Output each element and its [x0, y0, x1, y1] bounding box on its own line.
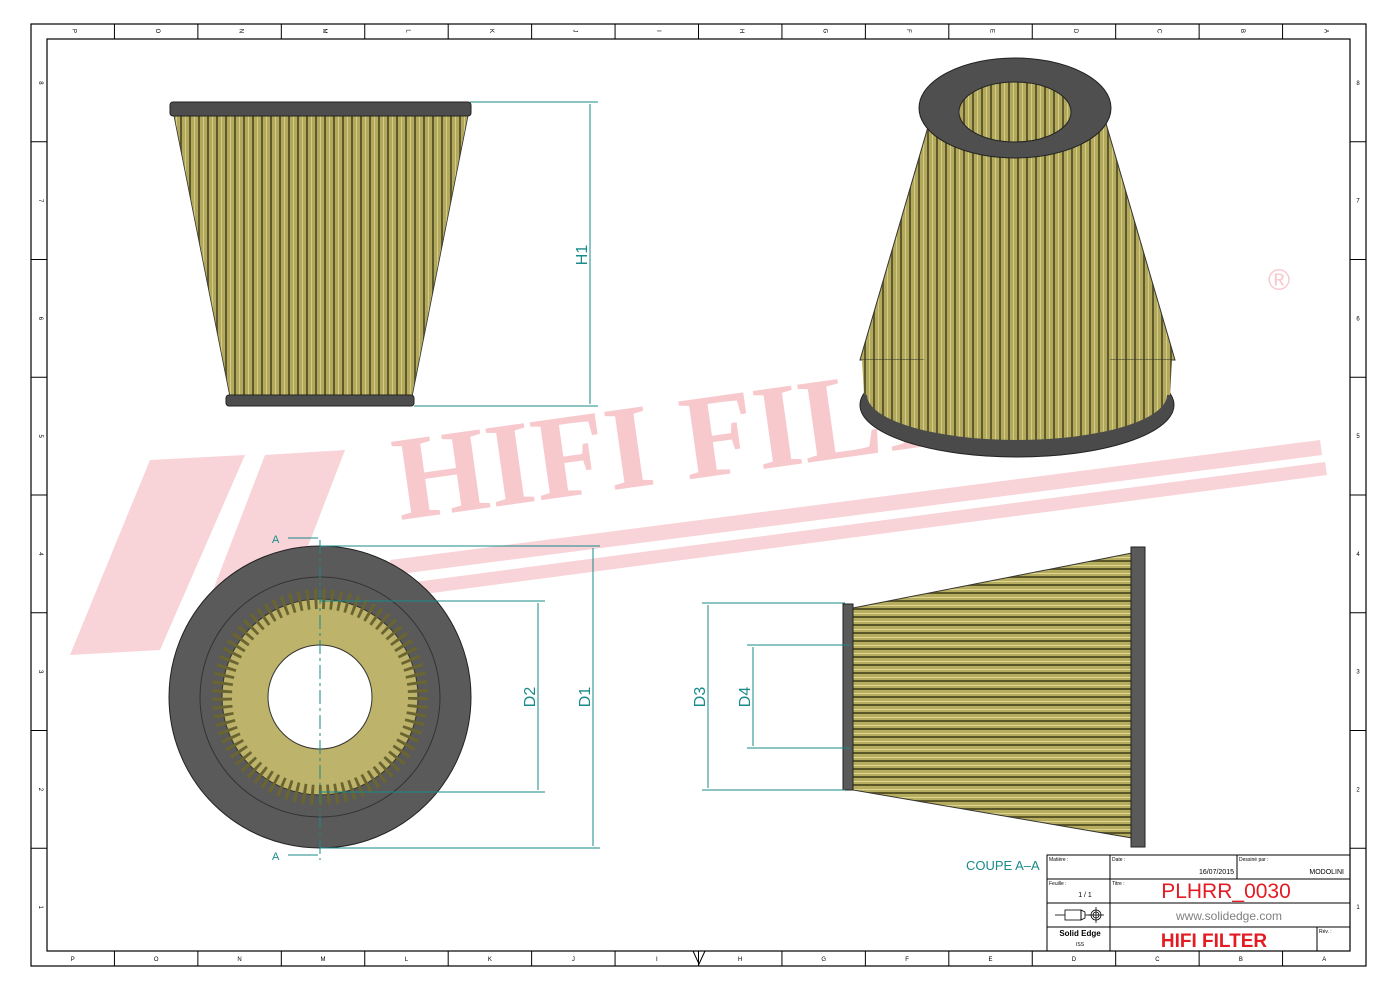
zone-label-top: O — [154, 29, 160, 34]
drawing-title: PLHRR_0030 — [1161, 880, 1291, 903]
zone-label-top: H — [738, 29, 744, 33]
registered-mark: ® — [1268, 264, 1290, 297]
zone-labels: P O N M L K J I H G F E D C B A P O N M L K J I H G F E D C B A 8 8 7 7 6 6 5 5… — [37, 29, 1360, 964]
drawn-by-label: Dessiné par : — [1239, 857, 1268, 863]
zone-label-left: 8 — [37, 81, 43, 85]
zone-label-bottom: J — [572, 957, 575, 963]
dimension-h1: H1 — [574, 245, 591, 266]
zone-label-bottom: D — [1072, 957, 1077, 963]
section-view: D3 D4 COUPE A–A — [692, 546, 1146, 873]
zone-label-left: 7 — [37, 199, 43, 203]
sheet-value: 1 / 1 — [1078, 892, 1092, 899]
zone-label-left: 1 — [37, 905, 43, 909]
zone-label-bottom: B — [1239, 957, 1243, 963]
zone-label-top: C — [1155, 29, 1161, 34]
zone-label-top: G — [822, 29, 828, 34]
zone-label-left: 6 — [37, 317, 43, 321]
website: www.solidedge.com — [1175, 909, 1282, 923]
zone-label-bottom: N — [237, 957, 241, 963]
zone-label-top: I — [655, 30, 661, 32]
iso-view — [859, 57, 1176, 458]
zone-label-top: N — [238, 29, 244, 33]
zone-label-right: 7 — [1356, 199, 1360, 205]
dimension-d2: D2 — [522, 687, 539, 708]
zone-label-left: 5 — [37, 434, 43, 438]
zone-label-left: 2 — [37, 788, 43, 792]
zone-label-right: 4 — [1356, 552, 1360, 558]
zone-label-right: 3 — [1356, 670, 1360, 676]
drawn-by-value: MODOLINI — [1309, 869, 1344, 876]
software-name: Solid Edge — [1059, 929, 1101, 938]
zone-label-bottom: K — [488, 957, 492, 963]
company-name: HIFI FILTER — [1161, 931, 1268, 952]
zone-label-right: 6 — [1356, 316, 1360, 322]
sheet-label: Feuille : — [1049, 881, 1067, 887]
zone-label-top: M — [321, 29, 327, 34]
zone-label-bottom: F — [905, 957, 909, 963]
title-block — [1046, 854, 1351, 952]
zone-label-top: E — [989, 29, 995, 33]
zone-label-bottom: G — [821, 957, 826, 963]
zone-label-top: F — [905, 29, 911, 33]
zone-ticks — [31, 24, 1366, 966]
zone-label-left: 3 — [37, 670, 43, 674]
dimension-d4: D4 — [737, 687, 754, 708]
dimension-d3: D3 — [692, 687, 709, 708]
section-mark-bottom: A — [272, 851, 280, 863]
zone-label-top: J — [571, 30, 577, 33]
zone-label-left: 4 — [37, 552, 43, 556]
zone-label-bottom: P — [71, 957, 75, 963]
zone-label-bottom: C — [1155, 957, 1160, 963]
zone-label-top: K — [488, 29, 494, 33]
section-mark-top: A — [272, 534, 280, 546]
zone-label-bottom: E — [989, 957, 993, 963]
zone-label-right: 5 — [1356, 434, 1360, 440]
zone-label-right: 1 — [1356, 905, 1360, 911]
date-value: 16/07/2015 — [1199, 869, 1234, 876]
centering-mark-icon — [692, 950, 706, 966]
rev-label: Rév. : — [1319, 929, 1332, 935]
zone-label-bottom: I — [656, 957, 658, 963]
dimension-d1: D1 — [577, 687, 594, 708]
zone-label-right: 2 — [1356, 787, 1360, 793]
zone-label-bottom: L — [405, 957, 409, 963]
software-sub: ISS — [1076, 942, 1085, 948]
material-label: Matière : — [1049, 857, 1068, 863]
zone-label-bottom: M — [321, 957, 326, 963]
bottom-view: D1 D2 A A — [168, 534, 600, 863]
zone-label-top: B — [1239, 29, 1245, 33]
zone-label-top: D — [1072, 29, 1078, 34]
zone-label-top: A — [1322, 29, 1328, 33]
front-view: H1 — [169, 101, 598, 407]
zone-label-bottom: O — [154, 957, 159, 963]
title-label: Titre : — [1112, 881, 1125, 887]
zone-label-right: 8 — [1356, 81, 1360, 87]
zone-label-bottom: H — [738, 957, 742, 963]
date-label: Date : — [1112, 857, 1125, 863]
zone-label-top: P — [71, 29, 77, 33]
section-label: COUPE A–A — [966, 858, 1040, 873]
zone-label-top: L — [404, 29, 410, 33]
zone-label-bottom: A — [1322, 957, 1326, 963]
